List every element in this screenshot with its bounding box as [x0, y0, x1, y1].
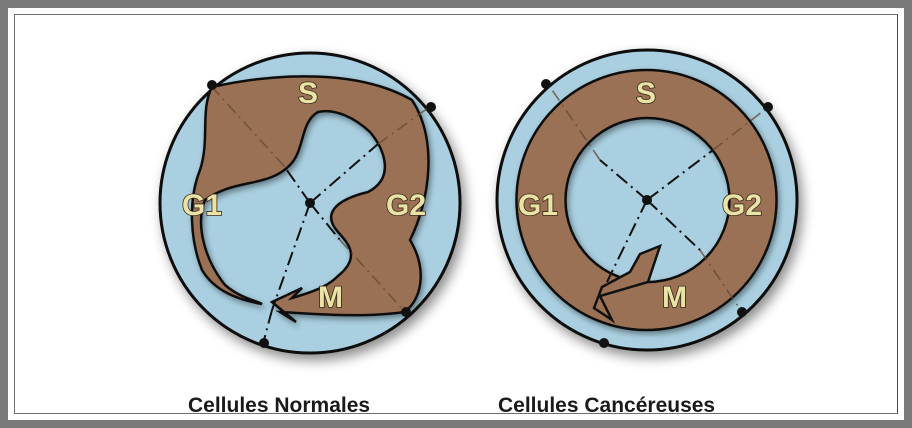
cancer-label-s: S	[636, 77, 656, 110]
normal-cells-caption: Cellules Normales	[188, 394, 370, 418]
cancer-cells-caption: Cellules Cancéreuses	[498, 394, 715, 418]
cancer-cell-diagram: S G1 G2 M	[497, 50, 797, 350]
cancer-label-m: M	[662, 281, 687, 314]
cancer-label-g1: G1	[518, 189, 558, 222]
cancer-label-g2: G2	[722, 189, 762, 222]
normal-cell-diagram: S G1 G2 M	[160, 53, 460, 353]
normal-label-g1: G1	[182, 189, 222, 222]
normal-label-m: M	[318, 281, 343, 314]
normal-label-s: S	[298, 77, 318, 110]
normal-label-g2: G2	[386, 189, 426, 222]
